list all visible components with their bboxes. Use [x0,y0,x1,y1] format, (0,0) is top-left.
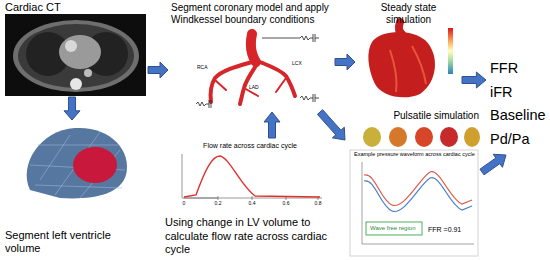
block-arrow [64,97,80,120]
panel-caption: Segment left ventricle volume [5,229,147,255]
ct-spine [70,78,82,90]
heart-mesh [27,128,127,199]
heart-frame [363,127,381,147]
panel-box: Segment coronary model and apply Windkes… [168,0,335,112]
windkessel-symbol [262,34,319,42]
axis-tick: 0.2 [215,200,222,206]
flow-chart [182,154,322,200]
flow-curve [184,156,320,197]
heart-model [368,32,435,97]
panel-heading: Cardiac CT [5,1,145,14]
pressure-chart [350,150,478,256]
branch-vessel [215,78,286,96]
panel-heading: Segment coronary model and apply Windkes… [171,2,332,26]
windkessel-symbol [196,100,211,108]
ct-aorta [65,40,77,52]
left-ventricle [73,147,117,183]
chart-axes [362,162,474,244]
colour-bar [448,28,453,74]
heart-frame [464,127,480,147]
panel-box: Segment left ventricle volume [2,120,150,258]
heart-frame [415,127,433,147]
block-arrow [335,54,355,70]
windkessel-symbol [300,94,319,102]
ffr-value: FFR =0.91 [428,226,461,234]
aorta [251,34,256,62]
pd-curve [364,178,472,212]
wave-free-box [366,222,422,235]
ct-scan-image [5,14,146,96]
chart-title: Flow rate across cardiac cycle [165,142,335,150]
ct-body [13,20,139,92]
result-metric: FFR [490,60,548,77]
heart-frame [440,127,458,147]
panel-heading: Pulsatile simulation [348,110,479,122]
chart-frame [350,150,478,256]
coronary-model [196,34,319,108]
vessel-name: LAD [249,84,259,90]
axis-tick: 0 [183,200,186,206]
panel-box: Flow rate across cardiac cycleUsing chan… [162,138,338,258]
vessel [390,46,426,92]
ct-background [5,14,146,96]
axis-tick: 0.8 [315,200,322,206]
panel-box: Cardiac CT [2,0,148,97]
region-label: Wave free region [370,225,415,232]
vessel-name: LCX [292,60,302,66]
pa-curve [364,172,472,206]
result-metric: Baseline [490,107,548,124]
panel-box: Pulsatile simulation [345,108,482,258]
vessel-name: RCA [197,64,208,70]
ct-descending-aorta [84,69,92,77]
block-arrow [462,72,486,88]
block-arrow [317,110,345,140]
chart-axes [182,154,322,198]
panel-box: Steady state simulation [355,0,462,105]
chart-title: Example pressure waveform across cardiac… [354,151,475,158]
pulsatile-frames [363,127,480,147]
panel-heading: Steady state simulation [357,2,460,26]
block-arrow [480,154,506,175]
lv-segmentation-image [27,128,127,199]
axis-tick: 0.4 [249,200,256,206]
mesh-lines [30,132,125,198]
result-list: FFR iFR BaselinePd/Pa [486,55,548,155]
axis-tick: 0.6 [283,200,290,206]
ct-heart [59,35,101,69]
heart-frame [389,127,407,147]
block-arrow [264,112,280,138]
steady-state-model [368,22,453,97]
block-arrow [148,62,168,78]
panel-caption: Using change in LV volume to calculate f… [165,216,335,256]
result-metric: Pd/Pa [490,131,548,148]
result-metric: iFR [490,84,548,101]
